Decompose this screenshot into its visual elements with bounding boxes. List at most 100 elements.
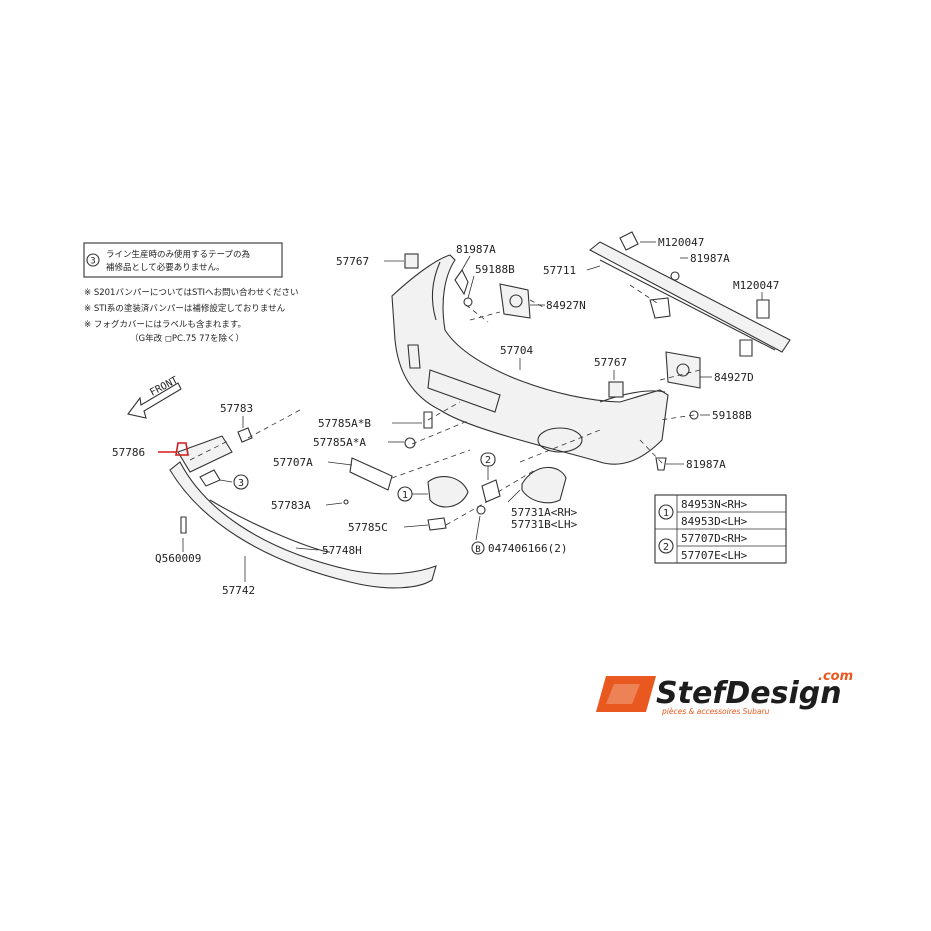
label-81987a-top: 81987A	[456, 243, 496, 256]
bolt-m120047-right-icon	[756, 299, 770, 319]
legend-row-1-rh: 84953N<RH>	[681, 498, 748, 511]
legend-row-1-lh: 84953D<LH>	[681, 515, 748, 528]
lip-spoiler-57742	[169, 435, 437, 589]
bracket-84927d	[665, 351, 701, 389]
legend-marker-2: 2	[663, 542, 669, 553]
leader-047406166	[475, 515, 481, 541]
bumper-cover-57704	[391, 254, 669, 465]
callout-1-circle	[397, 486, 413, 502]
legend-marker-2-circle	[658, 538, 674, 554]
boxed-note: 3 ライン生産時のみ使用するテープの為 補修品として必要ありません。	[83, 242, 283, 278]
leader-57711	[586, 265, 601, 271]
callout-b: B	[475, 545, 480, 555]
label-57748h: 57748H	[322, 544, 362, 557]
label-047406166: 047406166(2)	[488, 542, 567, 555]
leader-57748h	[295, 547, 319, 551]
label-59188b-top: 59188B	[475, 263, 515, 276]
note-line-1: ライン生産時のみ使用するテープの為	[106, 249, 250, 260]
label-59188b-right: 59188B	[712, 409, 752, 422]
label-81987a-right: 81987A	[690, 252, 730, 265]
logo-badge	[596, 676, 656, 712]
bracket-part-2	[481, 479, 501, 503]
note-line-2: 補修品として必要ありません。	[106, 262, 225, 273]
fog-cover-part-1	[427, 476, 469, 508]
part-57767-right-block	[608, 381, 624, 398]
asterisk-note-2: ※ STI系の塗装済バンパーは補修設定しておりません	[84, 303, 286, 314]
clip-81987a-right-icon	[670, 271, 680, 281]
legend-table: 1 2 84953N<RH> 84953D<LH> 57707D<RH> 577…	[654, 494, 787, 564]
callout-3: 3	[238, 478, 244, 489]
label-57783: 57783	[220, 402, 253, 415]
leader-57785c	[403, 524, 429, 528]
leader-callout-3	[219, 479, 233, 483]
logo-domain: .com	[818, 669, 853, 684]
bolt-m120047-top-icon	[619, 231, 639, 251]
logo-badge-inner	[606, 684, 640, 704]
assembly-guide-lines-left	[189, 409, 301, 461]
label-57767-right: 57767	[594, 356, 627, 369]
reinforcement-end-bracket	[739, 339, 753, 357]
label-57783a: 57783A	[271, 499, 311, 512]
asterisk-note-1: ※ S201バンパーについてはSTIへお問い合わせください	[84, 287, 299, 298]
label-57785a-a: 57785A*A	[313, 436, 366, 449]
leader-59188b-top	[467, 275, 475, 299]
front-arrow-label: FRONT	[148, 375, 180, 399]
lip-spoiler-tape-57748h	[209, 499, 331, 553]
label-57786: 57786	[112, 446, 145, 459]
bumper-left-fog-vent	[407, 344, 421, 369]
bumper-right-fog-opening	[537, 427, 583, 453]
bumper-right-edge	[599, 390, 666, 403]
clip-57786-icon	[175, 442, 189, 456]
reinforcement-bar	[589, 241, 791, 353]
label-m120047-right: M120047	[733, 279, 779, 292]
clip-81987a-bottom-icon	[655, 457, 667, 471]
reinforcement-bracket	[649, 297, 671, 319]
logo-text: StefDesign	[656, 676, 842, 711]
bumper-intake	[427, 369, 501, 413]
front-arrow-icon	[127, 382, 182, 419]
callout-2: 2	[485, 455, 491, 466]
legend-row-2-lh: 57707E<LH>	[681, 549, 748, 562]
note-marker-circle	[86, 253, 100, 267]
label-57731a: 57731A<RH>	[511, 506, 578, 519]
legend-marker-1: 1	[663, 508, 669, 519]
legend-marker-1-circle	[658, 504, 674, 520]
label-84927d: 84927D	[714, 371, 754, 384]
leader-81987a-top	[461, 255, 471, 271]
stefdesign-logo: StefDesign .com pièces & accessoires Sub…	[596, 669, 853, 716]
label-57711: 57711	[543, 264, 576, 277]
nut-57783-icon	[237, 427, 253, 443]
callout-b-circle	[471, 541, 485, 555]
label-57767-top: 57767	[336, 255, 369, 268]
label-84927n: 84927N	[546, 299, 586, 312]
clip-81987a-top-icon	[454, 268, 469, 296]
callout-2-circle	[480, 452, 496, 467]
asterisk-note-3: ※ フォグカバーにはラベルも含まれます。	[84, 319, 246, 330]
lip-spoiler-bracket	[177, 435, 233, 473]
label-57704: 57704	[500, 344, 533, 357]
callout-3-circle	[233, 474, 249, 490]
reinforcement-57711	[589, 231, 791, 357]
sub-note: （G年改 ◻PC.75 77を除く）	[130, 333, 244, 344]
tape-marker-3-patch	[199, 469, 221, 487]
leader-57707a	[327, 461, 353, 466]
logo-tagline: pièces & accessoires Subaru	[661, 707, 770, 716]
bracket-57707a	[349, 457, 393, 491]
label-57731b: 57731B<LH>	[511, 518, 578, 531]
label-57785c: 57785C	[348, 521, 388, 534]
bracket-84927n	[499, 283, 531, 319]
bumper-left-edge	[431, 261, 441, 321]
clip-59188b-top-icon	[463, 297, 473, 307]
note-marker: 3	[90, 257, 95, 267]
screw-047406166-icon	[476, 505, 486, 515]
label-q560009: Q560009	[155, 552, 201, 565]
reinforcement-bar-edge	[599, 259, 776, 351]
bracket-84927n-hole	[509, 294, 523, 308]
label-81987a-bottom: 81987A	[686, 458, 726, 471]
front-arrow: FRONT	[127, 375, 182, 419]
callout-1: 1	[402, 490, 408, 501]
note-box	[83, 242, 283, 278]
label-57707a: 57707A	[273, 456, 313, 469]
